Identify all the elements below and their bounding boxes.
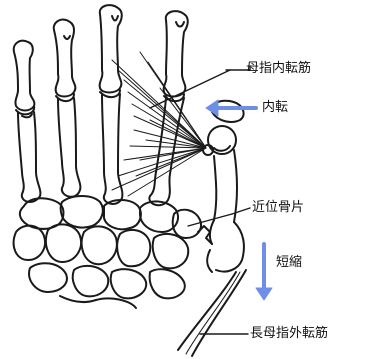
middle-finger-bones <box>100 5 123 204</box>
muscle-fiber <box>132 104 206 148</box>
adduction-arrow <box>206 100 256 116</box>
shortening-arrow <box>256 244 272 300</box>
adductor-pollicis-fibers <box>112 52 206 196</box>
shortening-label: 短縮 <box>276 256 302 269</box>
index-finger-bones <box>149 11 187 205</box>
proximal-fragment-label: 近位骨片 <box>252 201 304 214</box>
ring-finger-bones <box>54 20 81 197</box>
adduction-label: 内転 <box>262 101 288 114</box>
abductor-pollicis-longus-tendon <box>178 270 246 356</box>
little-finger-bones <box>14 41 41 202</box>
carpal-bones <box>14 196 201 308</box>
adductor-pollicis-label: 母指内転筋 <box>246 62 311 75</box>
thumb-bones <box>198 101 244 272</box>
muscle-fiber <box>118 148 206 176</box>
abductor-pollicis-longus-label: 長母指外転筋 <box>250 327 328 340</box>
